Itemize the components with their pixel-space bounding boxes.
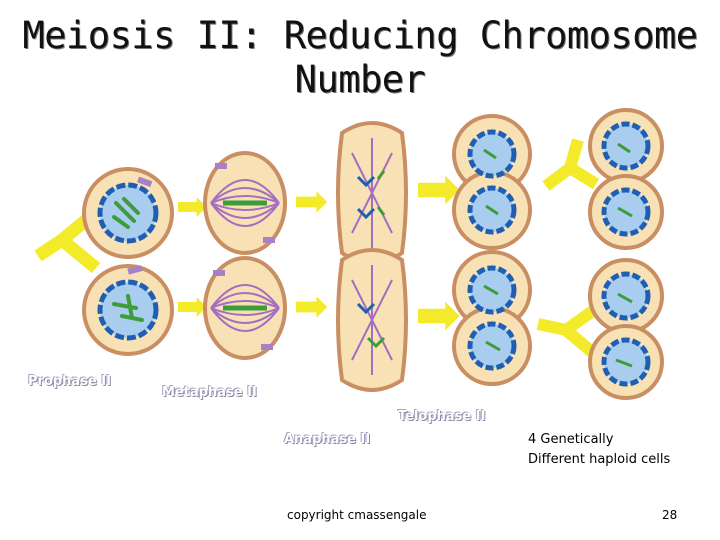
- copyright-text: copyright cmassengale: [287, 508, 427, 522]
- title-line-1: Meiosis II: Reducing Chromosome: [22, 14, 698, 57]
- arrow-meta-ana-top: [296, 191, 328, 213]
- label-metaphase-ii: Metaphase II: [162, 385, 257, 400]
- metaphase-cell-top: [203, 151, 287, 255]
- daughter-cell-3: [588, 258, 664, 334]
- telophase-cell-top: [452, 114, 532, 250]
- prophase-cell-top: [82, 167, 174, 259]
- prophase-cell-bottom: [82, 264, 174, 356]
- daughter-cell-2: [588, 174, 664, 250]
- y-arrow-right-top: [542, 138, 600, 191]
- arrow-meta-ana-bottom: [296, 296, 328, 318]
- arrow-pro-meta-top: [178, 197, 207, 217]
- y-arrow-right-bottom: [536, 305, 598, 357]
- result-line-1: 4 Genetically: [528, 432, 614, 447]
- metaphase-cell-bottom: [203, 256, 287, 360]
- arrow-pro-meta-bottom: [178, 297, 207, 317]
- daughter-cell-1: [588, 108, 664, 184]
- page-number: 28: [662, 508, 678, 522]
- result-line-2: Different haploid cells: [528, 452, 671, 467]
- daughter-cell-4: [588, 324, 664, 400]
- label-anaphase-ii: Anaphase II: [284, 432, 371, 447]
- title-line-2: Number: [294, 58, 426, 101]
- slide-title: Meiosis II: Reducing Chromosome Number: [0, 14, 720, 102]
- label-prophase-ii: Prophase II: [28, 374, 111, 389]
- anaphase-cell-top: [336, 121, 408, 265]
- arrow-ana-telo-bottom: [418, 301, 460, 331]
- telophase-cell-bottom: [452, 250, 532, 386]
- label-telophase-ii: Telophase II: [398, 409, 486, 424]
- result-caption: 4 Genetically Different haploid cells: [528, 430, 708, 470]
- anaphase-cell-bottom: [336, 248, 408, 392]
